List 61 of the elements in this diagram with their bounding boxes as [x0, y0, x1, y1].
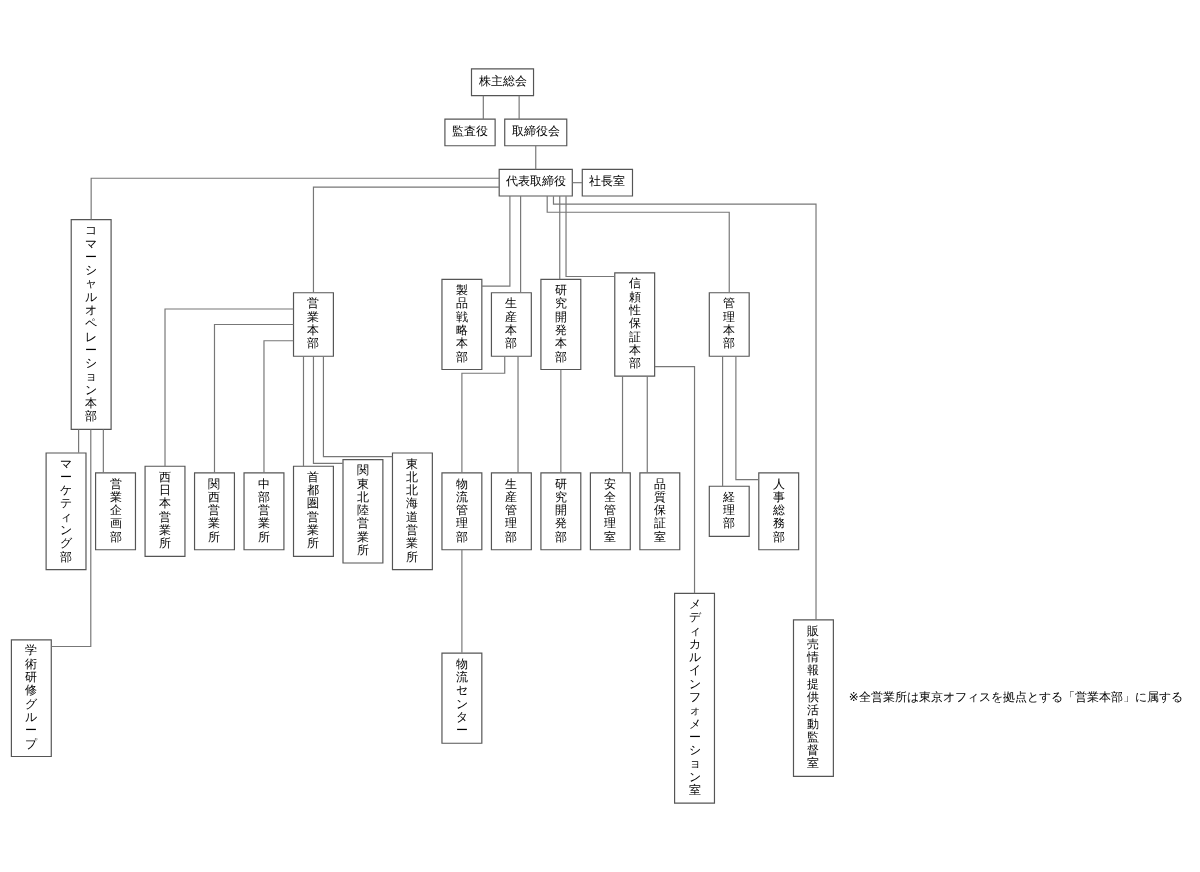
connector — [164, 308, 294, 467]
node-box: 物流管理部 — [441, 472, 483, 551]
connector — [213, 323, 294, 474]
node-box: 社長室 — [581, 168, 634, 197]
connector — [565, 195, 616, 278]
node-box: 製品戦略本部 — [441, 278, 483, 371]
node-box: 首都圏営業所 — [292, 465, 334, 557]
node-box: 販売情報提供活動監督室 — [792, 619, 834, 778]
node-box: 研究開発部 — [540, 472, 582, 551]
node-box: 東北北海道営業所 — [391, 452, 433, 571]
connector — [481, 195, 511, 287]
connector — [735, 355, 760, 481]
node-box: 営業企画部 — [95, 472, 137, 551]
connector — [263, 340, 294, 474]
node-box: コマーシャルオペレーション本部 — [70, 219, 112, 430]
node-box: 経理部 — [708, 485, 750, 538]
connector — [535, 145, 537, 170]
node-box: 管理本部 — [708, 292, 750, 357]
connector — [654, 366, 696, 594]
connector — [312, 186, 500, 294]
connector — [322, 355, 394, 458]
node-box: 研究開発本部 — [540, 278, 582, 371]
node-box: 安全管理室 — [589, 472, 631, 551]
connector — [90, 177, 500, 221]
connector — [78, 428, 80, 454]
connector — [520, 195, 522, 294]
connector — [50, 428, 92, 648]
connector — [461, 355, 506, 474]
node-box: 取締役会 — [504, 118, 568, 147]
connector — [559, 195, 561, 280]
connector — [482, 95, 484, 120]
connector — [560, 369, 562, 474]
node-box: 関西営業所 — [193, 472, 235, 551]
connector — [302, 355, 305, 467]
connector — [546, 195, 730, 294]
node-box: 物流センター — [441, 652, 483, 744]
node-box: メディカルインフォメーション室 — [674, 592, 716, 804]
node-box: 生産管理部 — [490, 472, 532, 551]
node-box: 株主総会 — [470, 68, 535, 97]
connector — [312, 355, 344, 464]
node-box: 生産本部 — [490, 292, 532, 357]
connector — [552, 195, 817, 621]
node-box: 品質保証室 — [639, 472, 681, 551]
node-box: 営業本部 — [292, 292, 334, 357]
node-box: 中部営業所 — [243, 472, 285, 551]
node-box: 関東北陸営業所 — [342, 459, 384, 564]
connector — [517, 355, 519, 474]
connector — [102, 428, 104, 474]
node-box: 代表取締役 — [498, 168, 573, 197]
connector — [621, 375, 624, 474]
node-box: マーケティング部 — [45, 452, 87, 571]
label: ※全営業所は東京オフィスを拠点とする「営業本部」に属する — [848, 689, 1183, 704]
node-box: 学術研修グループ — [10, 639, 52, 758]
connector — [518, 95, 520, 120]
node-box: 信頼性保証本部 — [614, 272, 656, 377]
connector — [646, 375, 648, 474]
connector — [461, 549, 463, 654]
node-box: 監査役 — [444, 118, 496, 147]
connector — [722, 355, 724, 487]
node-box: 西日本営業所 — [144, 465, 186, 557]
node-box: 人事総務部 — [758, 472, 800, 551]
